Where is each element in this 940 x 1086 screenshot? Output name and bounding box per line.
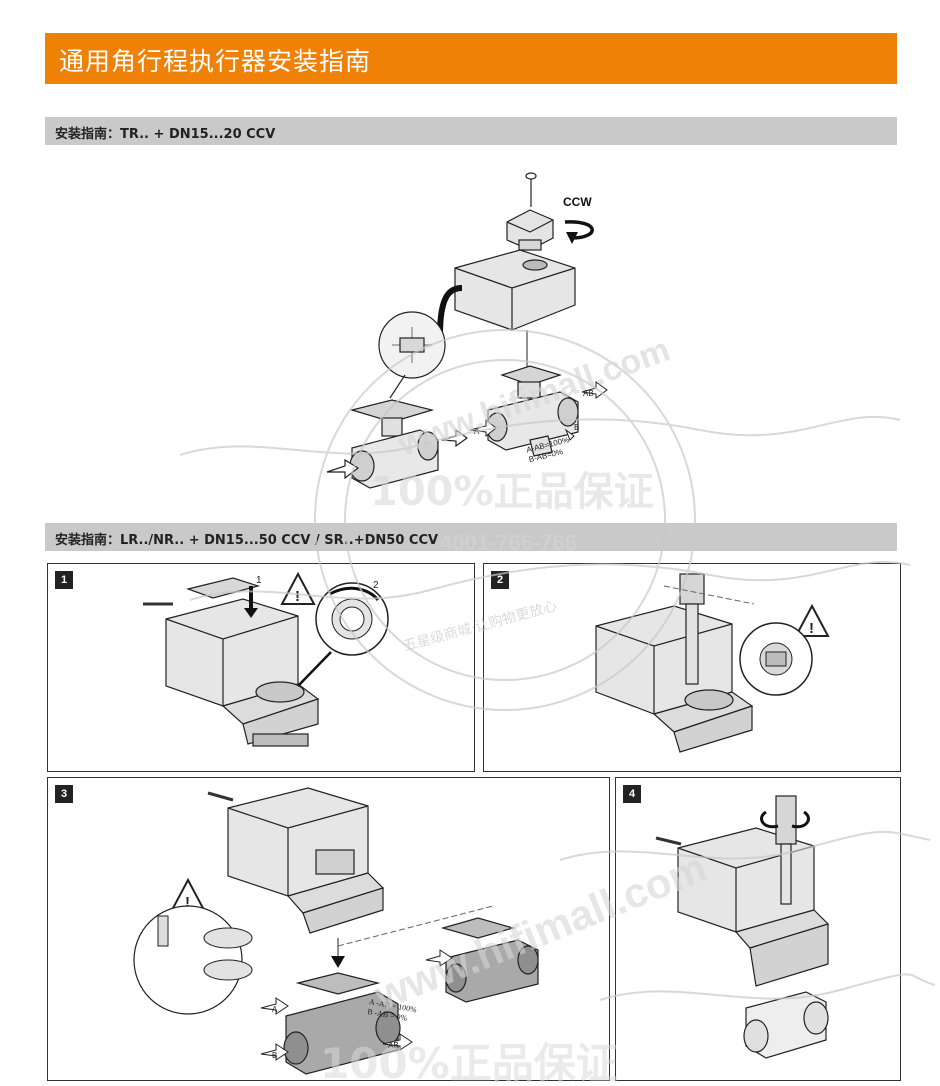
- port-b-label: B: [272, 1051, 277, 1060]
- step-panel-4: 4: [615, 777, 901, 1081]
- ccw-label: CCW: [563, 195, 592, 209]
- step-number-3: 3: [55, 785, 73, 803]
- page-title: 通用角行程执行器安装指南: [59, 47, 372, 76]
- figure-tr-installation: CCW A AB B: [326, 172, 608, 489]
- section-title-lr-nr: 安装指南：LR../NR.. + DN15...50 CCV / SR..+DN…: [55, 533, 439, 548]
- svg-text:!: !: [295, 588, 300, 605]
- port-a-label: A: [272, 1005, 278, 1014]
- callout-2: 2: [373, 580, 379, 591]
- step-1-illustration: 1 ! 2: [143, 571, 389, 747]
- svg-text:!: !: [809, 620, 814, 637]
- actuator-tr-icon: [437, 249, 576, 336]
- warning-triangle-icon: !: [794, 603, 830, 637]
- step-panel-3: 3 !: [47, 777, 610, 1081]
- step-4-illustration: [655, 795, 830, 1059]
- port-ab-label: AB: [388, 1041, 399, 1050]
- step-number-1: 1: [55, 571, 73, 589]
- step-2-illustration: !: [595, 573, 830, 753]
- step-number-4: 4: [623, 785, 641, 803]
- title-bar: 通用角行程执行器安装指南: [45, 33, 897, 84]
- adapter-knob-icon: [506, 209, 554, 251]
- callout-1: 1: [256, 575, 262, 586]
- step-panel-2: 2 !: [483, 563, 901, 772]
- step-3-illustration: ! A B AB A -AB = 100% B -AB = 0%: [133, 787, 539, 1075]
- svg-text:!: !: [185, 894, 190, 911]
- step-panel-1: 1 1 ! 2: [47, 563, 475, 772]
- port-ab-label: AB: [583, 389, 594, 398]
- section-header-tr: 安装指南：TR.. + DN15...20 CCV: [45, 117, 897, 145]
- screw-icon: [525, 172, 537, 207]
- valve-2way-icon: [349, 399, 439, 489]
- warning-triangle-icon: !: [280, 571, 316, 605]
- port-a-label: A: [474, 427, 480, 436]
- section-title-tr: 安装指南：TR.. + DN15...20 CCV: [55, 127, 276, 142]
- port-b-label: B: [574, 423, 579, 432]
- section-header-lr-nr: 安装指南：LR../NR.. + DN15...50 CCV / SR..+DN…: [45, 523, 897, 551]
- ccw-arrow-icon: [564, 220, 594, 240]
- detail-zoom-circle: [378, 311, 446, 399]
